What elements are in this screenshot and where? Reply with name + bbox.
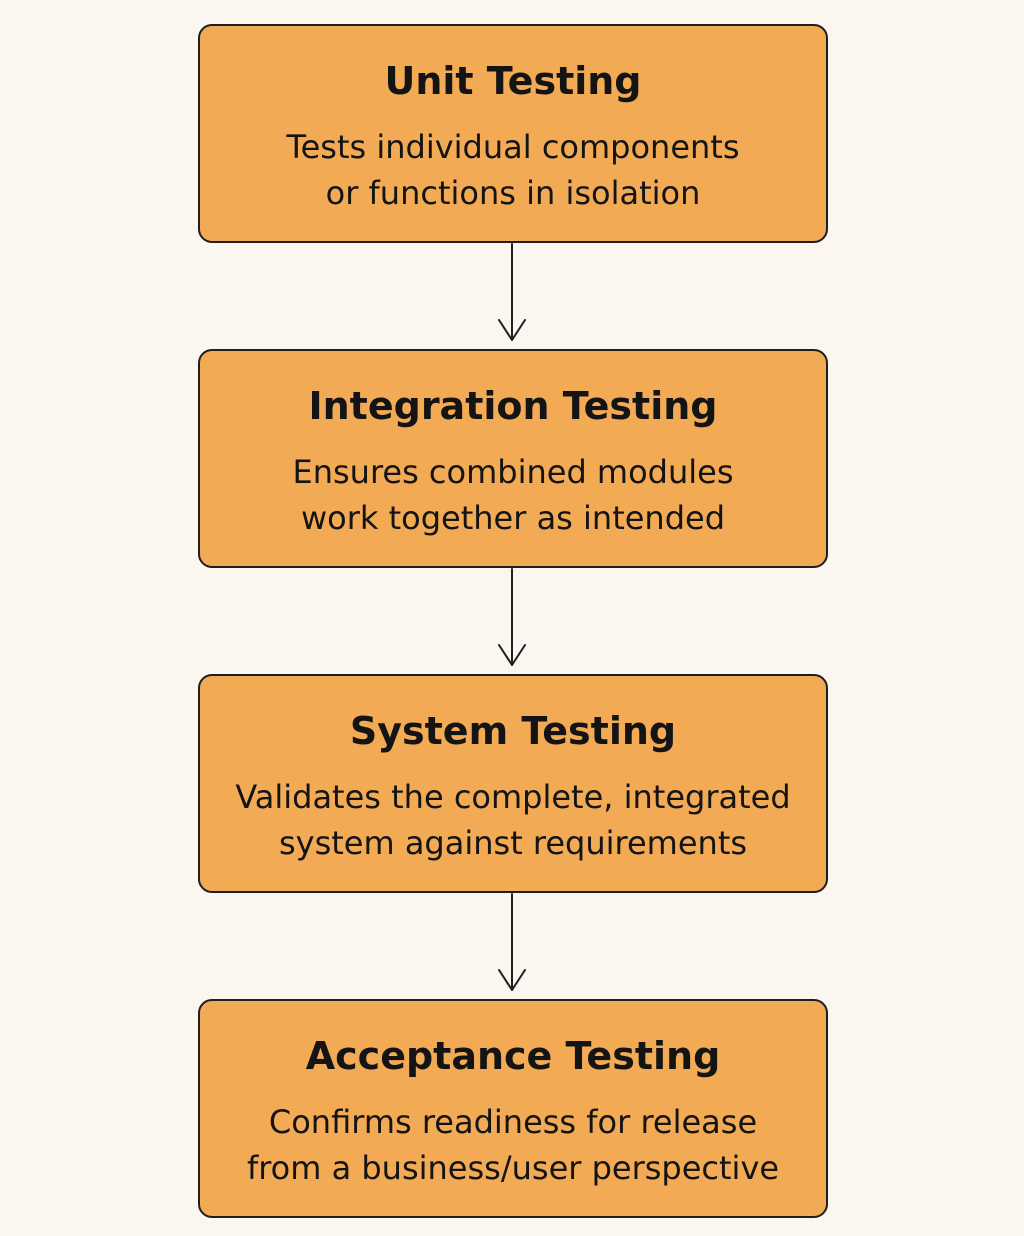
arrow-integration-to-system <box>498 568 526 666</box>
stage-box-integration-testing: Integration Testing Ensures combined mod… <box>198 349 828 568</box>
stage-description: Ensures combined modules work together a… <box>210 449 816 541</box>
stage-description: Validates the complete, integrated syste… <box>210 774 816 866</box>
stage-title: Integration Testing <box>308 384 718 428</box>
stage-title: System Testing <box>349 709 677 753</box>
stage-description: Tests individual components or functions… <box>210 124 816 216</box>
stage-description-line: system against requirements <box>278 824 748 862</box>
stage-description-line: Confirms readiness for release <box>268 1103 758 1141</box>
arrow-system-to-acceptance <box>498 893 526 991</box>
stage-box-acceptance-testing: Acceptance Testing Confirms readiness fo… <box>198 999 828 1218</box>
stage-description-line: Validates the complete, integrated <box>235 778 791 816</box>
stage-title: Acceptance Testing <box>305 1034 721 1078</box>
stage-description-line: or functions in isolation <box>325 174 701 212</box>
stage-description-line: work together as intended <box>300 499 726 537</box>
stage-box-system-testing: System Testing Validates the complete, i… <box>198 674 828 893</box>
stage-title: Unit Testing <box>384 59 642 103</box>
arrow-unit-to-integration <box>498 243 526 341</box>
stage-description-line: from a business/user perspective <box>246 1149 780 1187</box>
stage-description: Confirms readiness for release from a bu… <box>210 1099 816 1191</box>
stage-description-line: Tests individual components <box>286 128 740 166</box>
stage-description-line: Ensures combined modules <box>292 453 734 491</box>
stage-box-unit-testing: Unit Testing Tests individual components… <box>198 24 828 243</box>
